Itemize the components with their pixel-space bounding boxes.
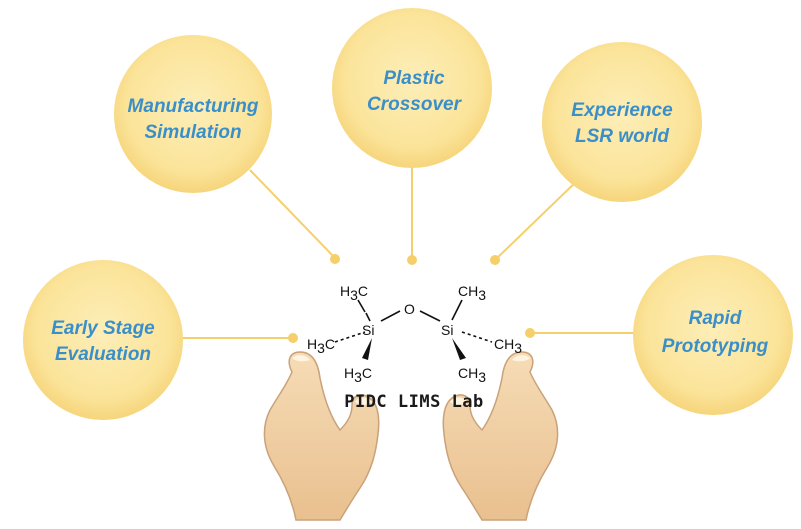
- node-label-line2: Crossover: [367, 94, 463, 115]
- bond-right-up: [451, 299, 463, 321]
- methyl-left: H3C: [307, 336, 335, 356]
- connector-manufacturing: [249, 169, 336, 259]
- node-label-line1: Manufacturing: [128, 96, 259, 117]
- node-label-line1: Experience: [571, 100, 673, 121]
- node-label-line1: Early Stage: [51, 318, 155, 339]
- bond-left-dash: [334, 331, 366, 343]
- hands-illustration: [263, 351, 559, 521]
- node-circle: [23, 260, 183, 420]
- methyl-top-left: H3C: [340, 283, 368, 303]
- bond-right-dash: [461, 331, 493, 343]
- node-circle: [633, 255, 793, 415]
- node-label-line2: LSR world: [575, 126, 669, 147]
- right-thumbnail: [512, 355, 530, 362]
- node-rapid-prototyping: Rapid Prototyping: [633, 255, 793, 415]
- right-fingernail: [450, 397, 467, 405]
- silicon-atom-right: Si: [441, 322, 453, 338]
- node-circle: [542, 42, 702, 202]
- connector-dot: [330, 254, 340, 264]
- node-label-line2: Evaluation: [55, 344, 151, 365]
- left-thumbnail: [292, 355, 310, 362]
- connector-dot: [288, 333, 298, 343]
- methyl-top-right: CH3: [458, 283, 486, 303]
- node-manufacturing-simulation: Manufacturing Simulation: [114, 35, 272, 193]
- bond-si-o-left: [380, 310, 401, 322]
- bond-right-wedge: [452, 338, 466, 360]
- lab-label: PIDC LIMS Lab: [344, 392, 484, 412]
- node-plastic-crossover: Plastic Crossover: [332, 8, 492, 168]
- bond-left-up: [357, 299, 366, 313]
- left-hand-icon: [263, 351, 380, 521]
- methyl-bottom-left: H3C: [344, 365, 372, 385]
- node-label-line2: Simulation: [144, 122, 241, 143]
- methyl-right: CH3: [494, 336, 522, 356]
- node-circle: [332, 8, 492, 168]
- connector-dots: [288, 254, 535, 343]
- connector-experience: [494, 177, 581, 261]
- left-fingernail: [355, 397, 372, 405]
- oxygen-atom: O: [404, 301, 415, 317]
- silicon-atom-left: Si: [362, 322, 374, 338]
- siloxane-molecule: [334, 299, 493, 360]
- node-early-stage-evaluation: Early Stage Evaluation: [23, 260, 183, 420]
- node-circle: [114, 35, 272, 193]
- node-label-line2: Prototyping: [662, 336, 769, 357]
- methyl-bottom-right: CH3: [458, 365, 486, 385]
- bond-left-up-2: [365, 312, 371, 322]
- node-experience-lsr-world: Experience LSR world: [542, 42, 702, 202]
- node-label-line1: Plastic: [383, 68, 445, 89]
- node-label-line1: Rapid: [689, 308, 742, 329]
- connector-dot: [407, 255, 417, 265]
- right-hand-icon: [442, 351, 559, 521]
- connector-dot: [490, 255, 500, 265]
- bond-left-wedge: [362, 338, 372, 360]
- molecule-labels: H3C CH3 O Si Si H3C CH3 H3C CH3: [307, 283, 522, 385]
- bond-o-si-right: [419, 310, 441, 322]
- connector-dot: [525, 328, 535, 338]
